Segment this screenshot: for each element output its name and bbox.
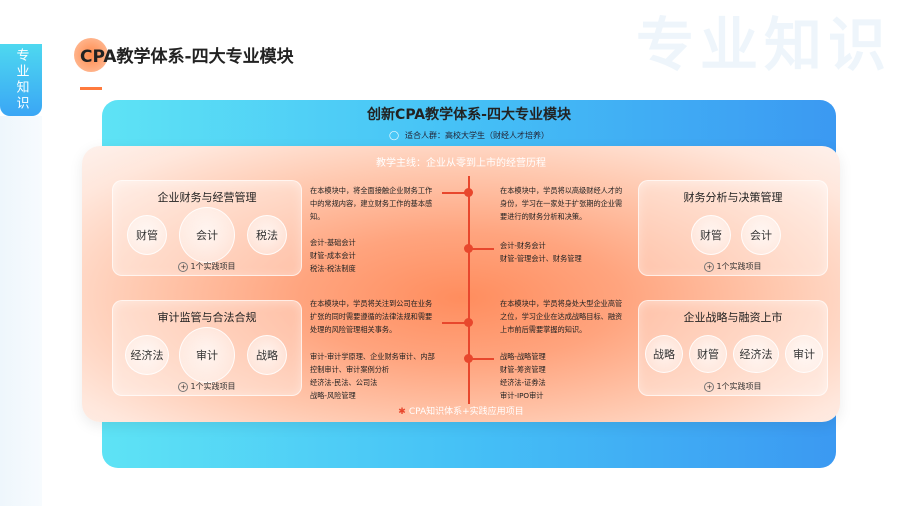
module-topics-strategy: 战略-战略管理 财管-筹资管理 经济法-证券法 审计-IPO审计	[500, 352, 546, 400]
watermark-text: 专业知识	[635, 11, 892, 79]
timeline-spine	[468, 176, 470, 404]
project-count: +1个实践项目	[113, 261, 301, 272]
plus-icon: +	[178, 261, 189, 272]
project-count: +1个实践项目	[113, 381, 301, 392]
project-count: +1个实践项目	[639, 381, 827, 392]
audience-text: 适合人群：高校大学生（财经人才培养）	[405, 131, 550, 140]
subject-pill[interactable]: 经济法	[733, 335, 779, 373]
module-title: 企业战略与融资上市	[683, 311, 783, 324]
page-title: CPA教学体系-四大专业模块	[80, 47, 294, 67]
subject-pill[interactable]: 财管	[127, 215, 167, 255]
star-icon: ✱	[398, 407, 406, 417]
side-tab[interactable]: 专业知识	[0, 44, 42, 116]
timeline-connector	[442, 322, 466, 324]
person-icon: ◯	[388, 131, 400, 141]
subject-pill[interactable]: 经济法	[125, 335, 169, 375]
side-rail	[0, 116, 42, 506]
module-finance[interactable]: 企业财务与经营管理 财管 会计 税法 +1个实践项目	[112, 180, 302, 276]
footer-text: CPA知识体系+实践应用项目	[408, 407, 524, 417]
subject-pill[interactable]: 财管	[691, 215, 731, 255]
subject-pill[interactable]: 审计	[179, 327, 235, 383]
main-line-text: 教学主线：企业从零到上市的经营历程	[376, 158, 546, 169]
module-desc-analysis: 在本模块中，学员将以高级财经人才的 身份，学习在一家处于扩张期的企业需 要进行的…	[500, 186, 623, 221]
footer-note: ✱CPA知识体系+实践应用项目	[82, 404, 840, 417]
audience-line: ◯ 适合人群：高校大学生（财经人才培养）	[102, 130, 836, 141]
subject-pill[interactable]: 战略	[645, 335, 683, 373]
title-underline	[80, 87, 102, 90]
timeline-connector	[470, 248, 494, 250]
subject-pill[interactable]: 会计	[741, 215, 781, 255]
module-strategy[interactable]: 企业战略与融资上市 战略 财管 经济法 审计 +1个实践项目	[638, 300, 828, 396]
side-tab-label: 专业知识	[13, 48, 29, 112]
timeline-node	[464, 188, 473, 197]
module-title: 财务分析与决策管理	[683, 191, 783, 204]
module-desc-strategy: 在本模块中，学员将身处大型企业高管 之位，学习企业在达成战略目标、融资 上市前后…	[500, 299, 623, 334]
module-title: 企业财务与经营管理	[157, 191, 257, 204]
module-audit[interactable]: 审计监管与合法合规 经济法 审计 战略 +1个实践项目	[112, 300, 302, 396]
timeline-node	[464, 318, 473, 327]
module-topics-analysis: 会计-财务会计 财管-管理会计、财务管理	[500, 241, 582, 263]
module-topics-finance: 会计-基础会计 财管-成本会计 税法-税法制度	[310, 238, 356, 273]
module-title: 审计监管与合法合规	[157, 311, 257, 324]
module-desc-audit: 在本模块中，学员将关注到公司在业务 扩张的同时需要遵循的法律法规和需要 处理的风…	[310, 299, 433, 334]
timeline-connector	[442, 192, 466, 194]
plus-icon: +	[704, 381, 715, 392]
module-analysis[interactable]: 财务分析与决策管理 财管 会计 +1个实践项目	[638, 180, 828, 276]
subject-pill[interactable]: 战略	[247, 335, 287, 375]
module-desc-finance: 在本模块中，将全面接触企业财务工作 中的常规内容，建立财务工作的基本感 知。	[310, 186, 433, 221]
plus-icon: +	[178, 381, 189, 392]
subject-pill[interactable]: 审计	[785, 335, 823, 373]
plus-icon: +	[704, 261, 715, 272]
project-count: +1个实践项目	[639, 261, 827, 272]
timeline-connector	[470, 358, 494, 360]
subject-pill[interactable]: 税法	[247, 215, 287, 255]
module-topics-audit: 审计-审计学原理、企业财务审计、内部 控制审计、审计案例分析 经济法-民法、公司…	[310, 352, 435, 400]
subject-pill[interactable]: 会计	[179, 207, 235, 263]
card-title: 创新CPA教学体系-四大专业模块	[367, 107, 571, 123]
timeline-node	[464, 244, 473, 253]
timeline-node	[464, 354, 473, 363]
title-accent-dot	[74, 38, 108, 72]
subject-pill[interactable]: 财管	[689, 335, 727, 373]
